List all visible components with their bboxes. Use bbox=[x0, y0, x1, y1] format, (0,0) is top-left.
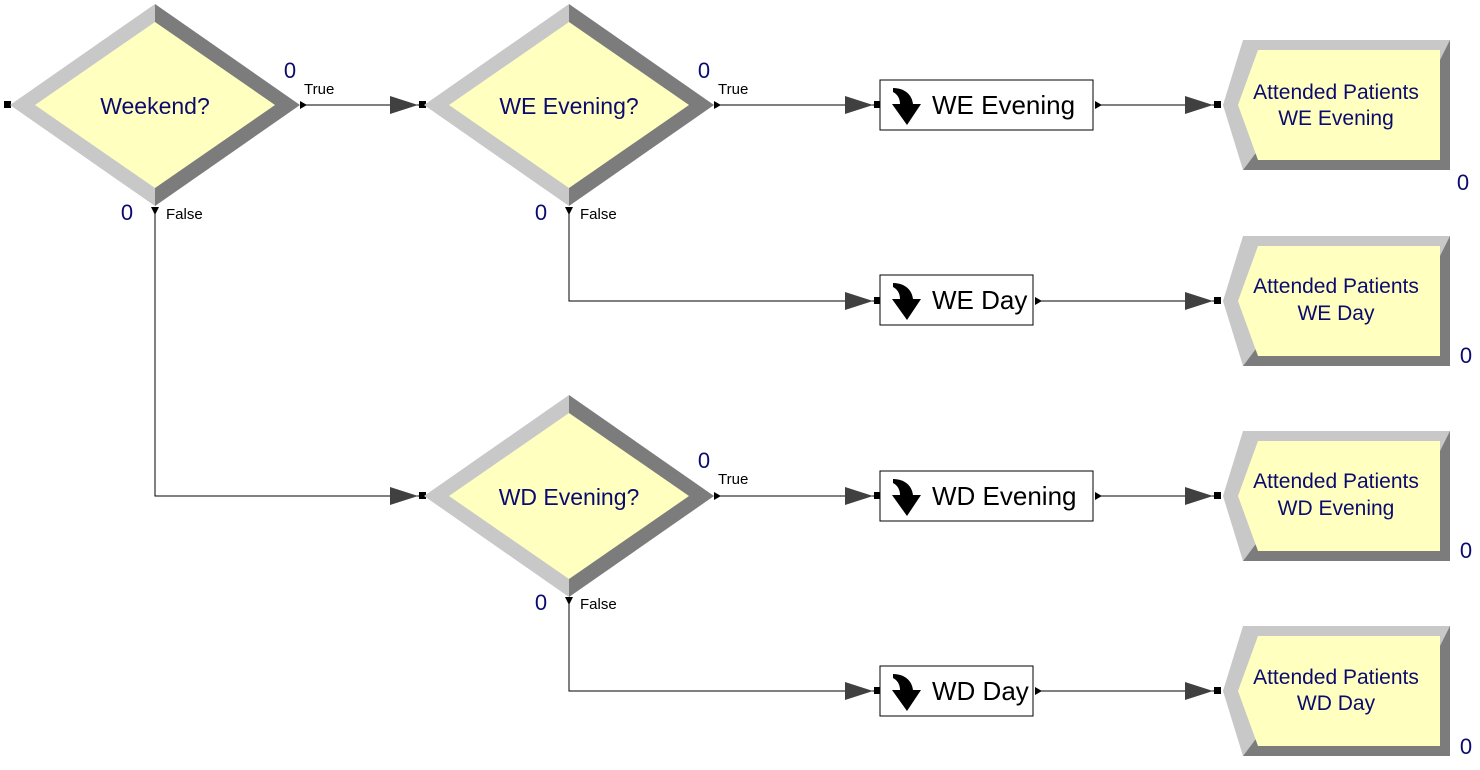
decision-face bbox=[35, 22, 275, 188]
dispose-label-line1: Attended Patients bbox=[1253, 470, 1419, 493]
exit-port[interactable] bbox=[1095, 101, 1102, 109]
counter-dispose-wd-evening: 0 bbox=[1460, 538, 1472, 563]
arrowhead bbox=[1185, 292, 1213, 310]
decision-face bbox=[449, 22, 689, 188]
arrowhead bbox=[845, 292, 873, 310]
assign-we-evening[interactable]: WE Evening bbox=[879, 79, 1094, 131]
decision-wd-evening[interactable]: WD Evening? bbox=[424, 395, 714, 597]
dispose-label-line1: Attended Patients bbox=[1253, 275, 1419, 298]
arrowhead bbox=[1185, 96, 1213, 114]
decision-we-evening[interactable]: WE Evening? bbox=[424, 4, 714, 206]
entry-port[interactable] bbox=[874, 492, 881, 499]
down-arrow-icon bbox=[892, 283, 921, 320]
dispose-label-line2: WD Day bbox=[1297, 692, 1376, 715]
counter-dispose-we-day: 0 bbox=[1460, 343, 1472, 368]
dispose-we-day[interactable]: Attended Patients WE Day bbox=[1223, 236, 1450, 366]
exit-port[interactable] bbox=[300, 101, 307, 109]
down-arrow-icon bbox=[892, 479, 921, 516]
exit-port[interactable] bbox=[565, 207, 573, 215]
connectors bbox=[154, 104, 1215, 692]
assign-label: WE Evening bbox=[932, 90, 1075, 120]
branch-label-true: True bbox=[718, 471, 748, 488]
assign-wd-evening[interactable]: WD Evening bbox=[879, 470, 1094, 522]
decision-label: Weekend? bbox=[100, 93, 210, 119]
arrowhead bbox=[390, 487, 418, 505]
dispose-label-line2: WE Evening bbox=[1278, 107, 1394, 130]
branch-label-true: True bbox=[304, 81, 334, 98]
dispose-label-line2: WD Evening bbox=[1278, 497, 1395, 520]
arrowhead bbox=[845, 96, 873, 114]
dispose-label-line1: Attended Patients bbox=[1253, 81, 1419, 104]
entry-port[interactable] bbox=[874, 297, 881, 304]
entry-port[interactable] bbox=[419, 492, 426, 499]
arrowhead bbox=[845, 682, 873, 700]
counter-weekend-true: 0 bbox=[284, 58, 296, 83]
counter-we-evening-true: 0 bbox=[698, 58, 710, 83]
entry-port[interactable] bbox=[1214, 687, 1221, 694]
counter-we-evening-false: 0 bbox=[535, 200, 547, 225]
down-arrow-icon bbox=[892, 88, 921, 125]
counter-dispose-wd-day: 0 bbox=[1460, 734, 1472, 759]
dispose-label-line1: Attended Patients bbox=[1253, 666, 1419, 689]
dispose-wd-day[interactable]: Attended Patients WD Day bbox=[1223, 626, 1450, 756]
exit-port[interactable] bbox=[1035, 297, 1042, 305]
dispose-we-evening[interactable]: Attended Patients WE Evening bbox=[1223, 40, 1450, 170]
arrowhead bbox=[390, 96, 418, 114]
decision-label: WE Evening? bbox=[499, 93, 638, 119]
ports bbox=[4, 101, 1221, 695]
dispose-face bbox=[1238, 636, 1440, 746]
exit-port[interactable] bbox=[1035, 687, 1042, 695]
entry-port[interactable] bbox=[874, 101, 881, 108]
dispose-wd-evening[interactable]: Attended Patients WD Evening bbox=[1223, 431, 1450, 561]
dispose-face bbox=[1238, 246, 1440, 356]
counter-dispose-we-evening: 0 bbox=[1457, 170, 1469, 195]
entry-port[interactable] bbox=[1214, 101, 1221, 108]
entry-port[interactable] bbox=[4, 101, 11, 108]
branch-label-false: False bbox=[580, 206, 617, 223]
exit-port[interactable] bbox=[565, 597, 573, 605]
entry-port[interactable] bbox=[874, 687, 881, 694]
assign-label: WD Evening bbox=[932, 481, 1077, 511]
branch-label-true: True bbox=[718, 81, 748, 98]
branch-label-false: False bbox=[580, 596, 617, 613]
connector-wd-evening-false[interactable] bbox=[568, 600, 875, 692]
connector-weekend-false[interactable] bbox=[154, 210, 420, 497]
exit-port[interactable] bbox=[714, 492, 721, 500]
exit-port[interactable] bbox=[714, 101, 721, 109]
decision-label: WD Evening? bbox=[499, 484, 640, 510]
down-arrow-icon bbox=[892, 674, 921, 711]
connector-we-evening-false[interactable] bbox=[568, 210, 875, 302]
arrowheads bbox=[390, 96, 1213, 700]
dispose-face bbox=[1238, 441, 1440, 551]
arrowhead bbox=[1185, 487, 1213, 505]
counter-weekend-false: 0 bbox=[121, 200, 133, 225]
assign-wd-day[interactable]: WD Day bbox=[879, 665, 1034, 717]
entry-port[interactable] bbox=[1214, 297, 1221, 304]
decision-weekend[interactable]: Weekend? bbox=[10, 4, 300, 206]
counter-wd-evening-true: 0 bbox=[698, 448, 710, 473]
arrowhead bbox=[1185, 682, 1213, 700]
assign-label: WE Day bbox=[932, 285, 1027, 315]
branch-label-false: False bbox=[166, 206, 203, 223]
exit-port[interactable] bbox=[1095, 492, 1102, 500]
dispose-label-line2: WE Day bbox=[1297, 302, 1375, 325]
counter-wd-evening-false: 0 bbox=[535, 590, 547, 615]
entry-port[interactable] bbox=[1214, 492, 1221, 499]
entry-port[interactable] bbox=[419, 101, 426, 108]
assign-we-day[interactable]: WE Day bbox=[879, 274, 1034, 326]
dispose-face bbox=[1238, 50, 1440, 160]
decision-face bbox=[449, 413, 689, 579]
assign-label: WD Day bbox=[932, 676, 1029, 706]
exit-port[interactable] bbox=[151, 207, 159, 215]
arrowhead bbox=[845, 487, 873, 505]
